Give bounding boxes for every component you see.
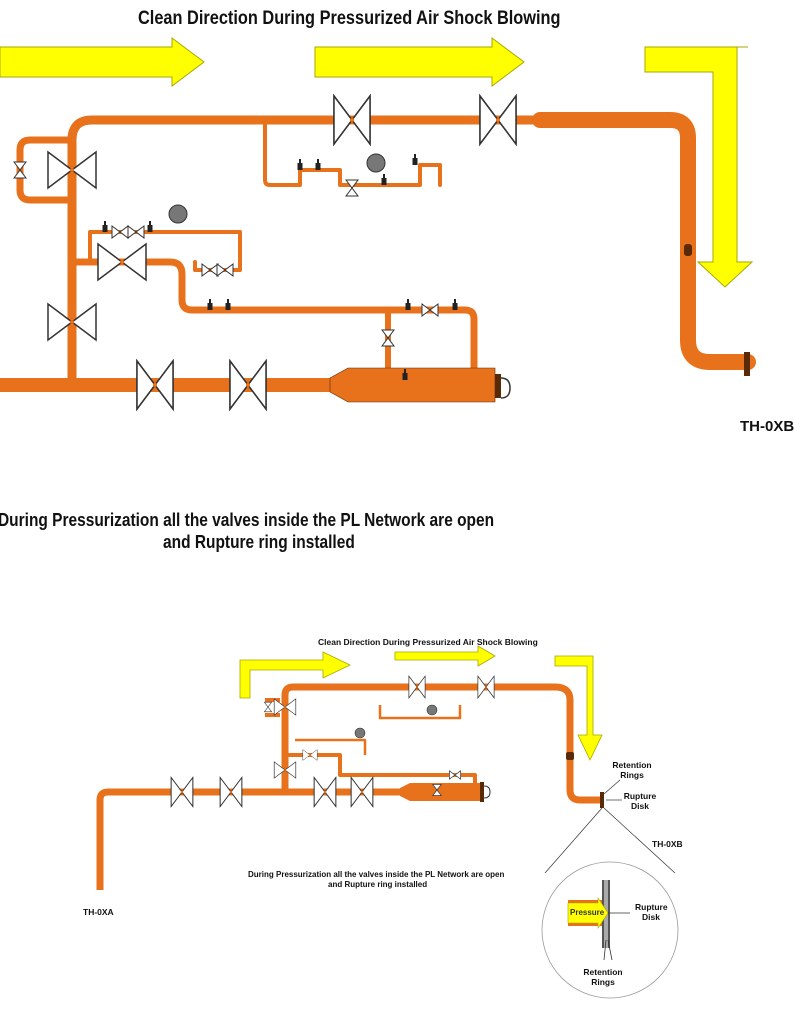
- valve-main-1: [136, 360, 174, 410]
- flow-arrow-small-2: [394, 645, 496, 667]
- valve-branch-end: [421, 303, 439, 317]
- leader-lines: [544, 779, 676, 874]
- flow-arrow-small-down: [554, 655, 603, 761]
- instrument-icons: [102, 154, 458, 380]
- valve-main-2: [229, 360, 267, 410]
- detail-label-retention-rings: Retention Rings: [583, 967, 623, 987]
- valve-branch-vertical: [381, 329, 395, 347]
- tag-th-0xb: TH-0XB: [652, 839, 683, 849]
- bottom-pipe-network: [96, 683, 600, 890]
- valve-bypass-small: [13, 161, 27, 179]
- outlet-flange: [744, 352, 750, 376]
- bottom-title: Clean Direction During Pressurized Air S…: [318, 637, 538, 647]
- bottom-note-line2: and Rupture ring installed: [328, 880, 428, 889]
- flow-arrow-2: [314, 37, 525, 87]
- valve-branch: [97, 243, 147, 281]
- flow-arrow-down: [644, 46, 754, 288]
- label-retention-rings: Retention Rings: [612, 760, 652, 780]
- top-note-line2-clipped: and Rupture ring installed: [163, 532, 355, 552]
- label-rupture-disk: Rupture Disk: [623, 791, 657, 811]
- detail-label-rupture-disk: Rupture Disk: [635, 902, 668, 922]
- top-note-line1: During Pressurization all the valves ins…: [0, 510, 495, 530]
- bottom-reducer: [400, 782, 604, 808]
- pressure-gauge-1: [168, 204, 188, 224]
- valve-top-1: [333, 95, 371, 145]
- piping-diagram-canvas: [0, 37, 756, 999]
- detail-magnifier: [541, 861, 679, 999]
- inline-check: [684, 244, 692, 256]
- detail-label-pressure: Pressure: [570, 908, 605, 917]
- top-tag-th-0xb: TH-0XB: [740, 418, 794, 435]
- pressure-gauge-2: [366, 153, 386, 173]
- bottom-note-line1: During Pressurization all the valves ins…: [248, 870, 505, 879]
- bottom-valves: [170, 675, 574, 807]
- flow-arrow-small-1: [239, 651, 351, 699]
- tag-th-0xa: TH-0XA: [83, 907, 114, 917]
- reducer-header: [329, 367, 511, 403]
- valve-top-2: [479, 95, 517, 145]
- top-title: Clean Direction During Pressurized Air S…: [138, 8, 561, 29]
- flow-arrow-1: [0, 37, 205, 87]
